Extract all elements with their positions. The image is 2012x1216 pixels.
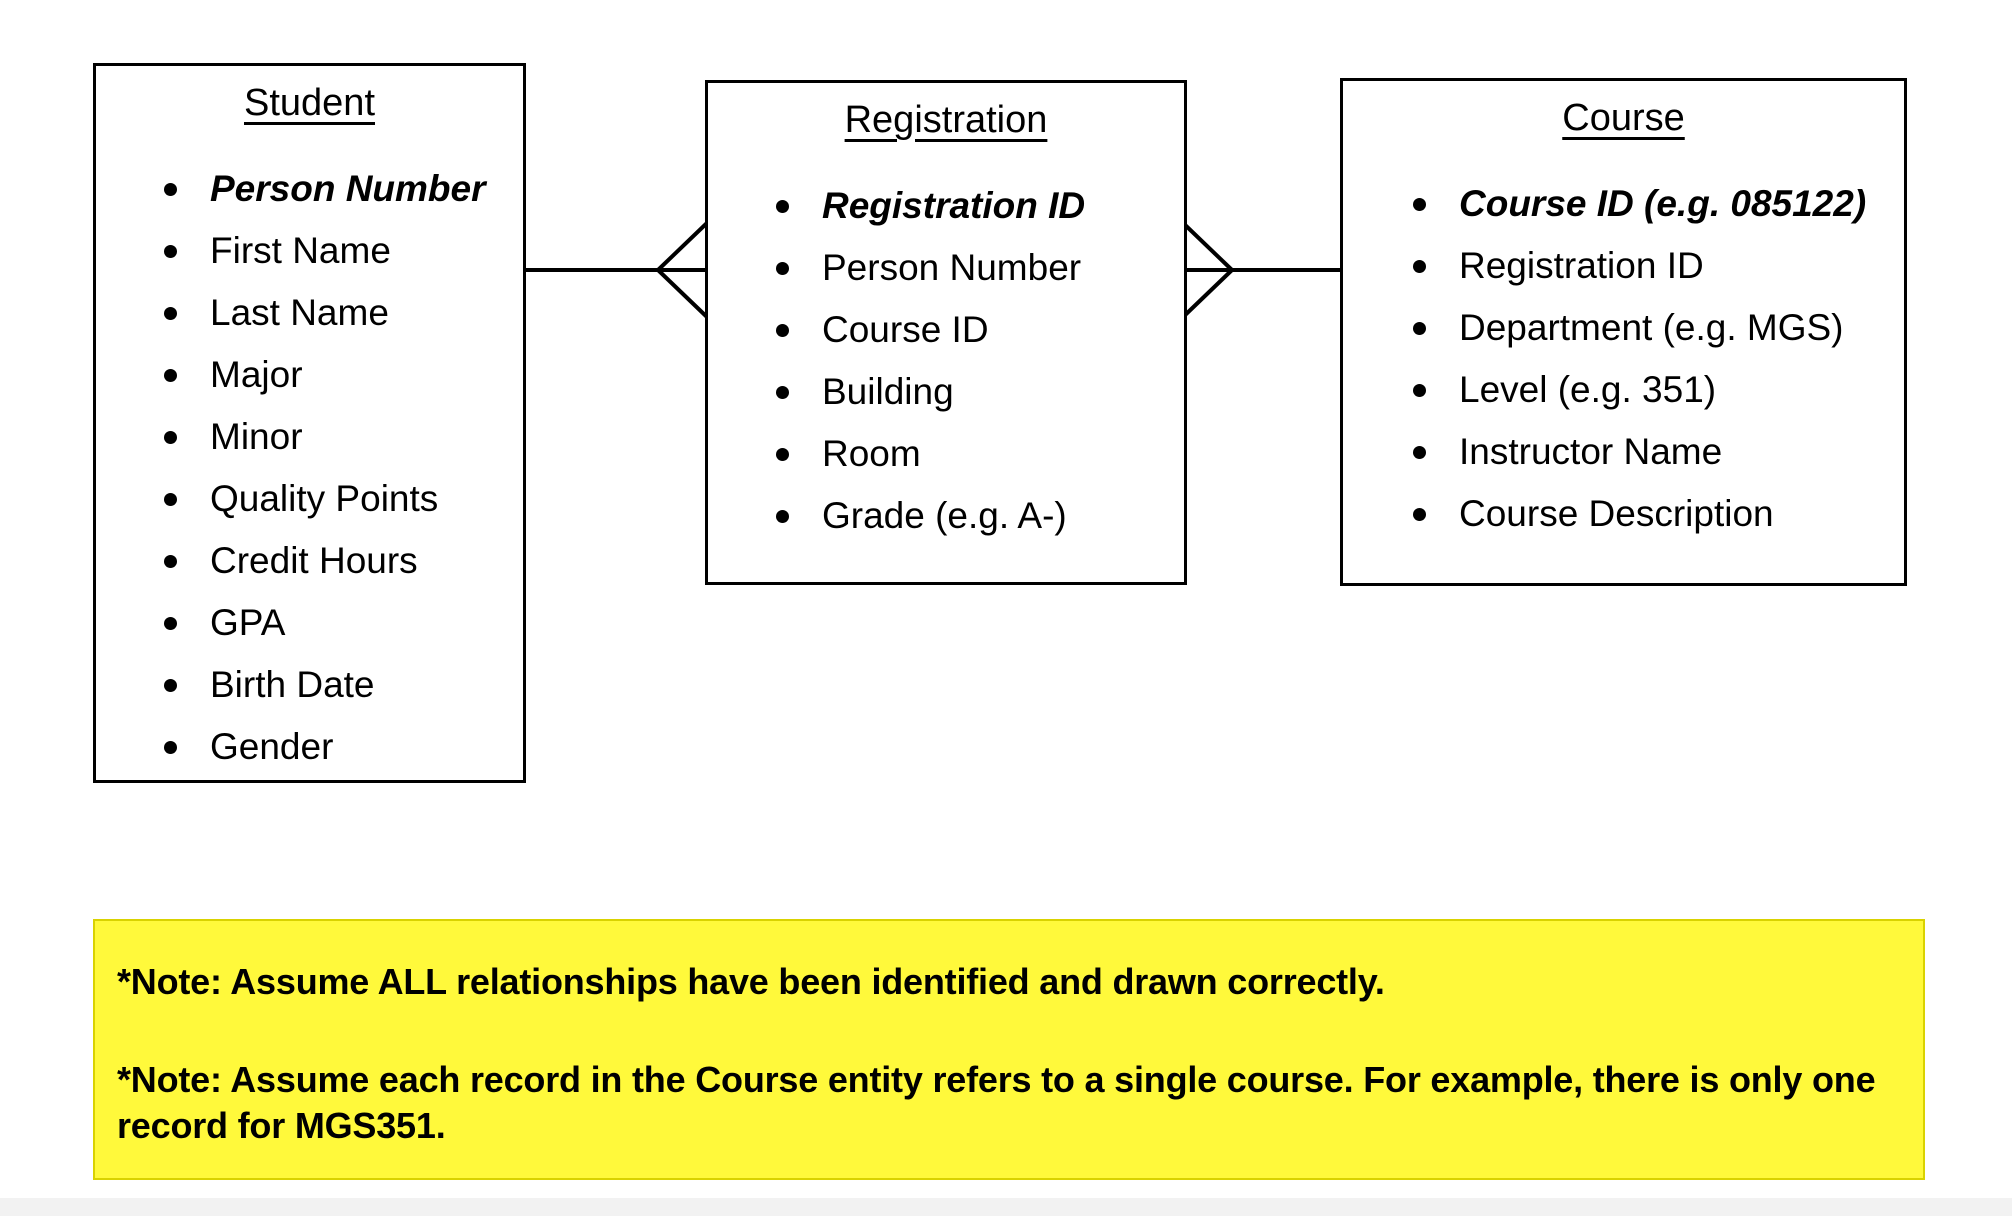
bullet-icon (164, 430, 177, 444)
attribute-registration-person-number: Person Number (776, 237, 1184, 299)
entity-box-registration[interactable]: Registration Registration ID Person Numb… (705, 80, 1187, 585)
attribute-student-gpa: GPA (164, 592, 523, 654)
bullet-icon (1413, 507, 1426, 521)
attribute-registration-registration-id: Registration ID (776, 175, 1184, 237)
entity-title-registration: Registration (844, 99, 1048, 141)
attribute-course-registration-id: Registration ID (1413, 235, 1904, 297)
note-line-1: *Note: Assume ALL relationships have bee… (117, 961, 1385, 1002)
attribute-student-first-name: First Name (164, 220, 523, 282)
attribute-course-course-id: Course ID (e.g. 085122) (1413, 173, 1904, 235)
bullet-icon (1413, 259, 1426, 273)
entity-box-student[interactable]: Student Person Number First Name Last Na… (93, 63, 526, 783)
attribute-student-birth-date: Birth Date (164, 654, 523, 716)
attribute-student-major: Major (164, 344, 523, 406)
bullet-icon (1413, 445, 1426, 459)
bullet-icon (164, 678, 177, 692)
bullet-icon (776, 447, 789, 461)
bullet-icon (164, 182, 177, 196)
attribute-course-instructor-name: Instructor Name (1413, 421, 1904, 483)
bullet-icon (776, 385, 789, 399)
bullet-icon (776, 199, 789, 213)
attribute-course-department: Department (e.g. MGS) (1413, 297, 1904, 359)
bullet-icon (164, 244, 177, 258)
page-bottom-strip (0, 1198, 2012, 1216)
bullet-icon (164, 616, 177, 630)
attribute-student-person-number: Person Number (164, 158, 523, 220)
bullet-icon (164, 492, 177, 506)
attribute-list-student: Person Number First Name Last Name Major… (96, 158, 523, 778)
attribute-list-course: Course ID (e.g. 085122) Registration ID … (1343, 173, 1904, 545)
attribute-course-description: Course Description (1413, 483, 1904, 545)
entity-title-student: Student (244, 82, 375, 124)
attribute-student-minor: Minor (164, 406, 523, 468)
attribute-registration-building: Building (776, 361, 1184, 423)
note-line-2: *Note: Assume each record in the Course … (117, 1059, 1876, 1147)
bullet-icon (164, 554, 177, 568)
attribute-course-level: Level (e.g. 351) (1413, 359, 1904, 421)
attribute-student-last-name: Last Name (164, 282, 523, 344)
bullet-icon (776, 509, 789, 523)
bullet-icon (776, 323, 789, 337)
bullet-icon (164, 740, 177, 754)
relationship-registration-course (1180, 220, 1350, 320)
relationship-student-registration (520, 220, 710, 320)
bullet-icon (1413, 321, 1426, 335)
attribute-registration-room: Room (776, 423, 1184, 485)
entity-box-course[interactable]: Course Course ID (e.g. 085122) Registrat… (1340, 78, 1907, 586)
bullet-icon (1413, 197, 1426, 211)
attribute-registration-course-id: Course ID (776, 299, 1184, 361)
entity-title-course: Course (1562, 97, 1685, 139)
bullet-icon (164, 368, 177, 382)
attribute-list-registration: Registration ID Person Number Course ID … (708, 175, 1184, 547)
note-callout-box: *Note: Assume ALL relationships have bee… (93, 919, 1925, 1180)
attribute-student-quality-points: Quality Points (164, 468, 523, 530)
bullet-icon (1413, 383, 1426, 397)
attribute-student-gender: Gender (164, 716, 523, 778)
attribute-registration-grade: Grade (e.g. A-) (776, 485, 1184, 547)
bullet-icon (776, 261, 789, 275)
bullet-icon (164, 306, 177, 320)
attribute-student-credit-hours: Credit Hours (164, 530, 523, 592)
